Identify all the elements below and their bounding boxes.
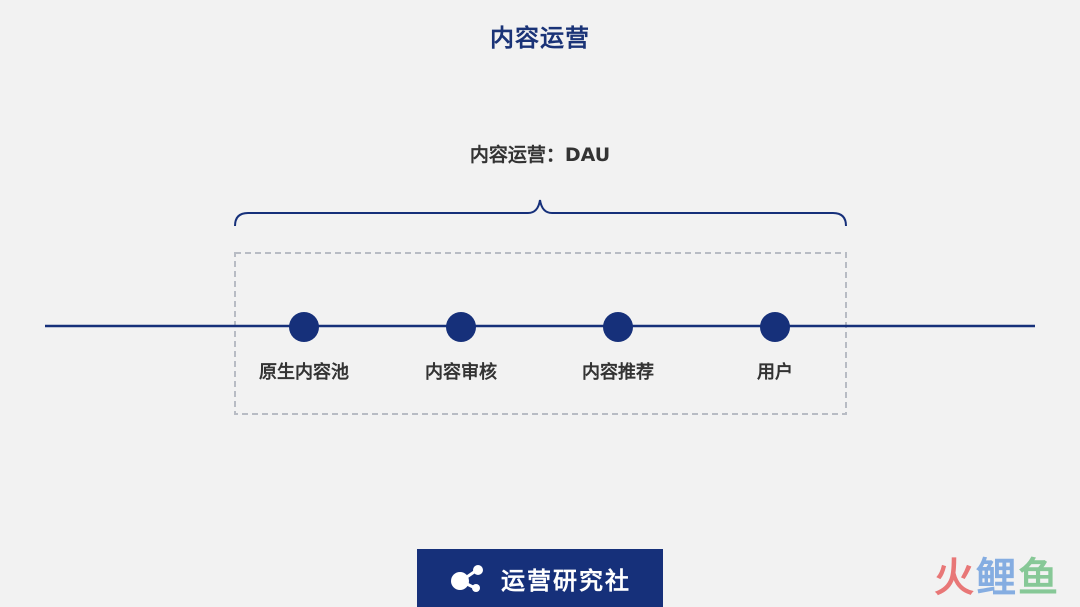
node-dot-4	[760, 312, 790, 342]
brand-logo-icon	[451, 565, 483, 592]
node-dot-2	[446, 312, 476, 342]
node-dot-1	[289, 312, 319, 342]
node-dot-3	[603, 312, 633, 342]
watermark-char-1: 火	[934, 555, 974, 601]
group-box	[234, 252, 847, 415]
curly-brace	[234, 199, 847, 227]
page-title: 内容运营	[490, 24, 590, 52]
watermark-char-2: 鲤	[976, 555, 1016, 601]
brace-caption: 内容运营：DAU	[469, 144, 611, 166]
node-label-4: 用户	[757, 362, 793, 383]
node-label-2: 内容审核	[425, 362, 497, 383]
node-label-3: 内容推荐	[582, 362, 654, 383]
node-label-1: 原生内容池	[259, 362, 349, 383]
brand-name: 运营研究社	[501, 566, 631, 595]
watermark: 火 鲤 鱼	[934, 545, 1058, 603]
watermark-char-3: 鱼	[1018, 555, 1058, 601]
brand-banner: 运营研究社	[417, 549, 663, 607]
